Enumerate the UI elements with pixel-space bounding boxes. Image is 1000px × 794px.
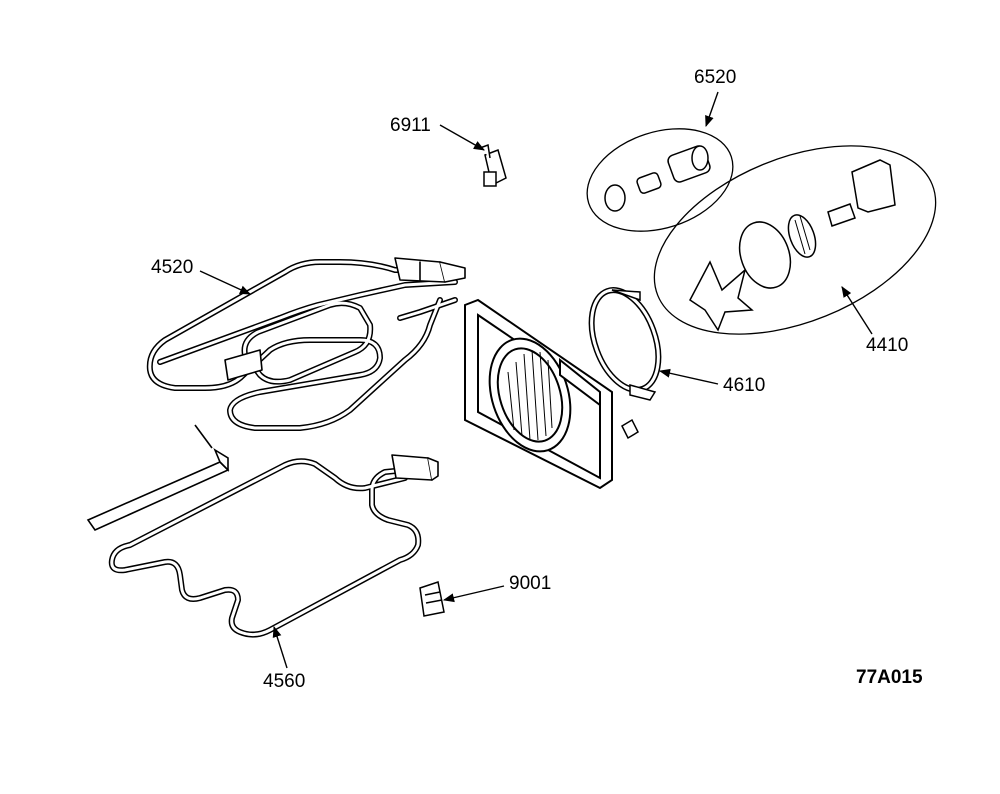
part-label-4520: 4520 [151,257,194,278]
part-label-6520: 6520 [694,67,737,88]
fan-element-ring [579,281,671,400]
leader-lines [200,92,872,668]
part-label-9001: 9001 [509,573,552,594]
heat-shield-strip [88,425,228,530]
grill-heating-element [150,258,465,428]
part-label-4610: 4610 [723,375,766,396]
lamp-assembly [574,111,746,249]
part-label-4560: 4560 [263,671,306,692]
drawing-code: 77A015 [856,667,923,688]
fan-motor-assembly [627,109,963,372]
thermostat-part [480,145,506,186]
clip [622,420,638,438]
bottom-heating-element [112,455,438,635]
part-label-6911: 6911 [390,115,431,136]
rear-panel [465,300,612,488]
terminal-block [420,582,444,616]
part-label-4410: 4410 [866,335,909,356]
